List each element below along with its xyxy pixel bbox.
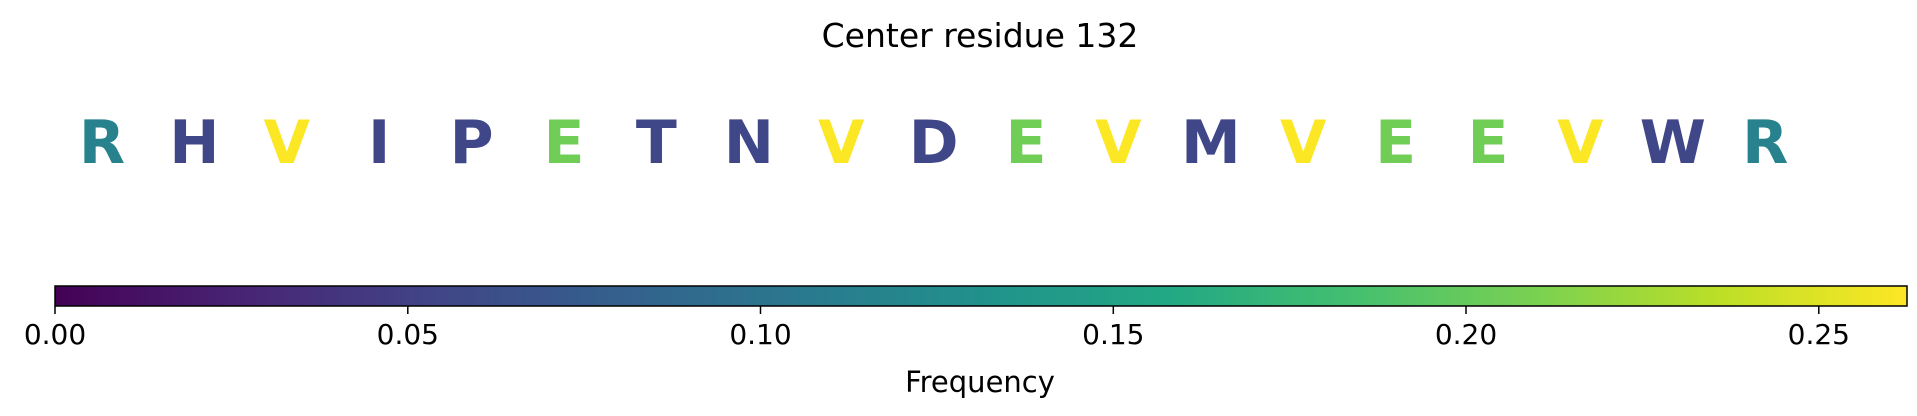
residue-letter: T (636, 108, 677, 178)
residue-letter: V (1095, 108, 1142, 178)
residue-letter: E (544, 108, 585, 178)
residue-letter: P (450, 108, 494, 178)
chart-title: Center residue 132 (822, 16, 1139, 55)
colorbar-tick-label: 0.20 (1435, 318, 1497, 351)
residue-letter: M (1181, 108, 1241, 178)
residue-letter: I (368, 108, 390, 178)
residue-letter: N (724, 108, 774, 178)
residue-letter: E (1468, 108, 1509, 178)
residue-letter: H (169, 108, 219, 178)
residue-letter: R (1742, 108, 1788, 178)
colorbar-label: Frequency (905, 365, 1055, 399)
residue-letter: W (1640, 108, 1706, 178)
residue-letter: V (264, 108, 311, 178)
residue-letter: E (1375, 108, 1416, 178)
residue-letter: V (1280, 108, 1327, 178)
colorbar (54, 285, 1908, 307)
residue-letter: V (1557, 108, 1604, 178)
colorbar-tick-label: 0.25 (1788, 318, 1850, 351)
residue-letter: V (818, 108, 865, 178)
colorbar-tick-label: 0.00 (24, 318, 86, 351)
colorbar-tick-label: 0.15 (1082, 318, 1144, 351)
colorbar-tick-label: 0.05 (377, 318, 439, 351)
colorbar-ticks: 0.00 0.05 0.10 0.15 0.20 0.25 (24, 306, 1850, 351)
residue-letter: E (1006, 108, 1047, 178)
residue-letter: R (79, 108, 125, 178)
colorbar-tick-label: 0.10 (729, 318, 791, 351)
residue-letter: D (909, 108, 959, 178)
